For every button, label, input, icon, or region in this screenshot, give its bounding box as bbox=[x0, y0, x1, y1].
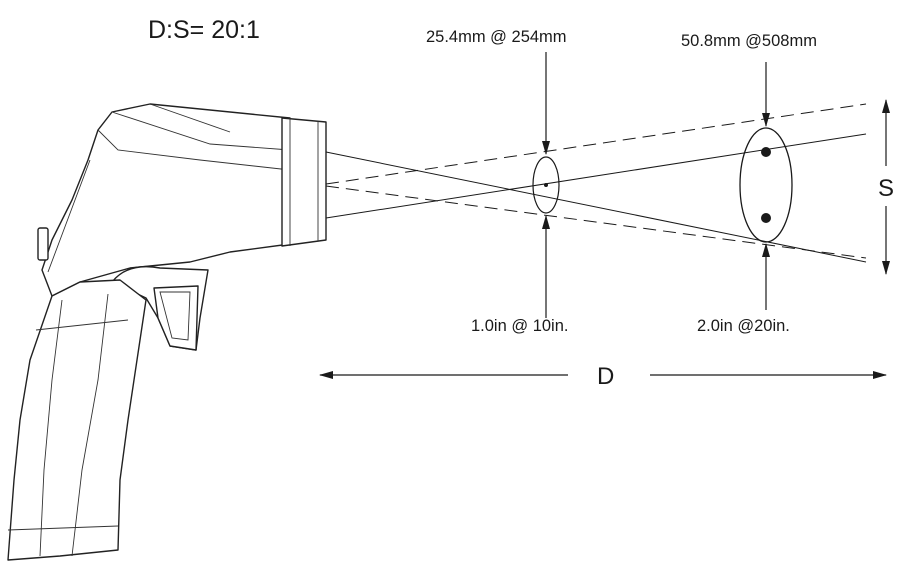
ratio-title: D:S= 20:1 bbox=[148, 16, 260, 44]
far-spot-imperial-label: 2.0in @20in. bbox=[697, 317, 790, 335]
cone-solid-lower-line bbox=[325, 133, 867, 219]
far-spot: 50.8mm @508mm 2.0in @20in. bbox=[681, 32, 817, 335]
far-spot-lower-dot bbox=[761, 213, 771, 223]
far-spot-ellipse bbox=[739, 127, 793, 243]
near-spot-center-dot bbox=[544, 183, 548, 187]
cone-dashed-lower-line bbox=[325, 185, 867, 259]
near-spot-ellipse bbox=[532, 156, 560, 214]
spot-size-dimension: S bbox=[878, 99, 894, 275]
far-spot-upper-dot bbox=[761, 147, 771, 157]
near-spot-imperial-label: 1.0in @ 10in. bbox=[471, 317, 568, 335]
measurement-cone bbox=[325, 103, 867, 263]
cone-dashed-upper-line bbox=[325, 103, 867, 185]
near-spot: 25.4mm @ 254mm 1.0in @ 10in. bbox=[426, 28, 568, 335]
distance-dimension: D bbox=[319, 363, 887, 390]
near-spot-metric-label: 25.4mm @ 254mm bbox=[426, 28, 567, 46]
cone-solid-upper-line bbox=[325, 151, 867, 263]
distance-label: D bbox=[597, 363, 614, 390]
far-spot-metric-label: 50.8mm @508mm bbox=[681, 32, 817, 50]
infrared-thermometer-gun-icon bbox=[7, 103, 327, 561]
spot-size-label: S bbox=[878, 175, 894, 202]
